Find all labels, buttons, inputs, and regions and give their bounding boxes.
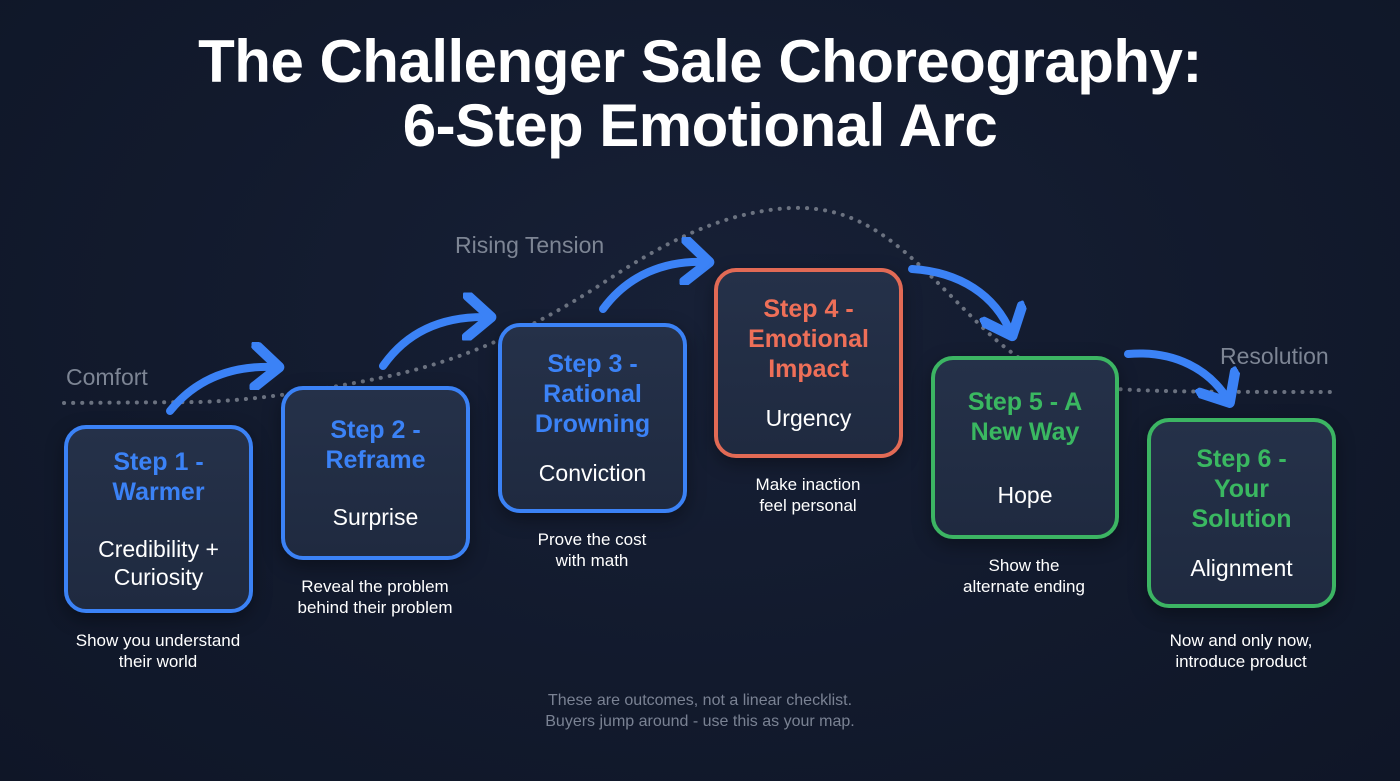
step-4-caption: Make inaction feel personal bbox=[755, 475, 861, 515]
step-6-emotion: Alignment bbox=[1190, 555, 1293, 581]
step-2-card: Step 2 - Reframe Surprise bbox=[281, 386, 470, 560]
step-4-title: Step 4 - Emotional Impact bbox=[748, 295, 869, 383]
arrow-step5-to-step6 bbox=[1124, 349, 1228, 400]
step-6-title: Step 6 - Your Solution bbox=[1191, 445, 1292, 533]
arrow-step2-to-step3 bbox=[379, 317, 488, 370]
step-3-title: Step 3 - Rational Drowning bbox=[534, 350, 651, 438]
step-2-title: Step 2 - Reframe bbox=[325, 416, 426, 474]
step-2-caption: Reveal the problem behind their problem bbox=[297, 577, 453, 617]
step-1-caption: Show you understand their world bbox=[75, 631, 241, 671]
step-4-card: Step 4 - Emotional Impact Urgency bbox=[714, 268, 903, 458]
step-6-caption: Now and only now, introduce product bbox=[1169, 631, 1313, 671]
step-5-emotion: Hope bbox=[997, 481, 1053, 508]
step-3-caption: Prove the cost with math bbox=[537, 530, 647, 570]
step-1-emotion: Credibility + Curiosity bbox=[98, 536, 219, 590]
title-line-2: 6-Step Emotional Arc bbox=[402, 92, 998, 159]
zone-label-comfort: Comfort bbox=[66, 364, 148, 390]
footer-line-2: Buyers jump around - use this as your ma… bbox=[545, 713, 855, 730]
step-3-emotion: Conviction bbox=[538, 460, 647, 486]
step-3-card: Step 3 - Rational Drowning Conviction bbox=[498, 323, 687, 513]
zone-label-rising-tension: Rising Tension bbox=[455, 232, 605, 258]
step-6-card: Step 6 - Your Solution Alignment bbox=[1147, 418, 1336, 608]
step-1-title: Step 1 - Warmer bbox=[112, 448, 205, 506]
step-2-emotion: Surprise bbox=[332, 504, 419, 530]
step-5-caption: Show the alternate ending bbox=[963, 556, 1085, 596]
step-4-emotion: Urgency bbox=[765, 405, 852, 431]
step-5-title: Step 5 - A New Way bbox=[967, 387, 1083, 446]
title-line-1: The Challenger Sale Choreography: bbox=[198, 28, 1202, 95]
emotional-arc-dotted-line bbox=[62, 205, 1337, 405]
footer-note: These are outcomes, not a linear checkli… bbox=[0, 690, 1400, 732]
step-5-card: Step 5 - A New Way Hope bbox=[931, 356, 1119, 539]
footer-line-1: These are outcomes, not a linear checkli… bbox=[547, 692, 853, 709]
zone-label-resolution: Resolution bbox=[1220, 343, 1329, 369]
page-title: The Challenger Sale Choreography: 6-Step… bbox=[0, 30, 1400, 158]
arrow-step1-to-step2 bbox=[166, 367, 276, 415]
flow-arrows bbox=[166, 262, 1228, 415]
arrow-step4-to-step5 bbox=[908, 265, 1011, 333]
arrow-step3-to-step4 bbox=[599, 262, 706, 313]
step-1-card: Step 1 - Warmer Credibility + Curiosity bbox=[64, 425, 253, 613]
